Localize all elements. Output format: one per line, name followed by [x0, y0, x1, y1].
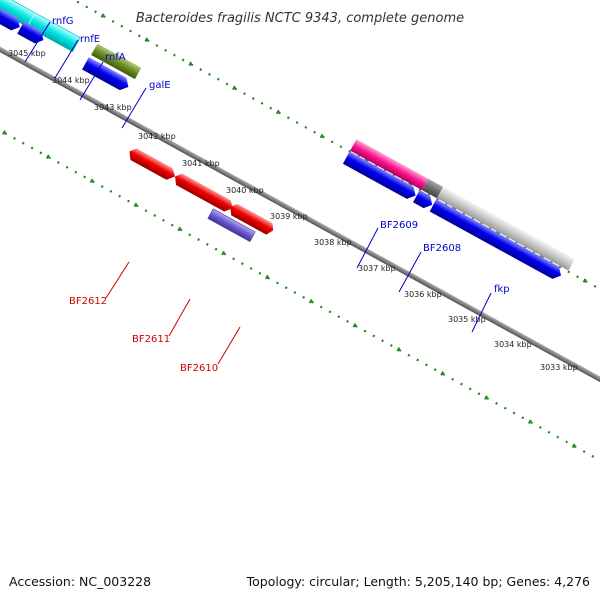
- gene-label-rnfG[interactable]: rnfG: [52, 16, 74, 27]
- map-title: Bacteroides fragilis NCTC 9343, complete…: [136, 11, 464, 26]
- leader-line: [168, 298, 191, 337]
- gene-label-rnfA[interactable]: rnfA: [105, 52, 126, 63]
- gene-label-fkp[interactable]: fkp: [494, 284, 510, 295]
- gene-label-BF2611[interactable]: BF2611: [132, 334, 170, 345]
- gene-label-galE[interactable]: galE: [149, 80, 171, 91]
- kbp-tick-label: 3036 kbp: [404, 290, 442, 299]
- kbp-tick-label: 3043 kbp: [94, 103, 132, 112]
- gene-label-BF2610[interactable]: BF2610: [180, 363, 218, 374]
- leader-line: [54, 39, 79, 79]
- kbp-tick-label: 3034 kbp: [494, 340, 532, 349]
- cds-arrow[interactable]: [429, 199, 565, 282]
- gene-slate-feature[interactable]: [207, 208, 256, 242]
- gene-label-BF2612[interactable]: BF2612: [69, 296, 107, 307]
- genome-summary-text: Topology: circular; Length: 5,205,140 bp…: [246, 574, 590, 589]
- kbp-tick-label: 3042 kbp: [138, 132, 176, 141]
- cds-arrow[interactable]: [17, 21, 47, 47]
- gene-BF2608[interactable]: [422, 178, 444, 199]
- kbp-tick-label: 3045 kbp: [8, 49, 46, 58]
- reverse-major-tick-row: [0, 78, 600, 468]
- gene-label-layer: rnfG rnfE rnfA galE BF2609 BF2608 fkp BF…: [52, 16, 510, 374]
- blue-leader-lines: [24, 21, 492, 333]
- leader-line: [356, 227, 379, 269]
- kbp-tick-label: 3033 kbp: [540, 363, 578, 372]
- leader-line: [24, 21, 51, 63]
- red-leader-lines: [105, 261, 241, 365]
- kbp-tick-label: 3041 kbp: [182, 159, 220, 168]
- cds-arrow[interactable]: [0, 7, 23, 34]
- kbp-tick-row: [6, 0, 600, 336]
- genome-backbone: [0, 25, 600, 416]
- kbp-tick-label: 3035 kbp: [448, 315, 486, 324]
- cds-arrow[interactable]: [342, 151, 419, 201]
- accession-text: Accession: NC_003228: [9, 574, 151, 589]
- kbp-tick-label: 3038 kbp: [314, 238, 352, 247]
- genome-track-group: [0, 0, 600, 468]
- gene-BF2610[interactable]: [227, 202, 276, 237]
- kbp-tick-label: 3044 kbp: [52, 76, 90, 85]
- rna-feature-divider: [26, 12, 36, 28]
- kbp-tick-label: 3037 kbp: [358, 264, 396, 273]
- leader-line: [105, 261, 130, 299]
- leader-line: [121, 87, 147, 129]
- gene-BF2612[interactable]: [126, 146, 178, 182]
- leader-line: [217, 326, 241, 365]
- leader-line: [79, 61, 104, 101]
- cds-arrow[interactable]: [413, 190, 436, 211]
- kbp-tick-label: 3039 kbp: [270, 212, 308, 221]
- gene-fkp[interactable]: [436, 186, 575, 271]
- kbp-label-layer: 3045 kbp 3044 kbp 3043 kbp 3042 kbp 3041…: [8, 49, 578, 372]
- leader-line: [471, 292, 492, 333]
- gene-label-rnfE[interactable]: rnfE: [80, 34, 100, 45]
- gene-label-BF2609[interactable]: BF2609: [380, 220, 418, 231]
- gene-galE[interactable]: [91, 43, 142, 80]
- gene-BF2609[interactable]: [350, 139, 429, 191]
- reverse-tick-row: [0, 79, 600, 467]
- kbp-tick-label: 3040 kbp: [226, 186, 264, 195]
- leader-line: [398, 251, 422, 293]
- rna-feature-rnfG[interactable]: [0, 0, 81, 53]
- cds-arrow[interactable]: [82, 57, 132, 93]
- gene-BF2611[interactable]: [172, 171, 236, 214]
- gene-label-BF2608[interactable]: BF2608: [423, 243, 461, 254]
